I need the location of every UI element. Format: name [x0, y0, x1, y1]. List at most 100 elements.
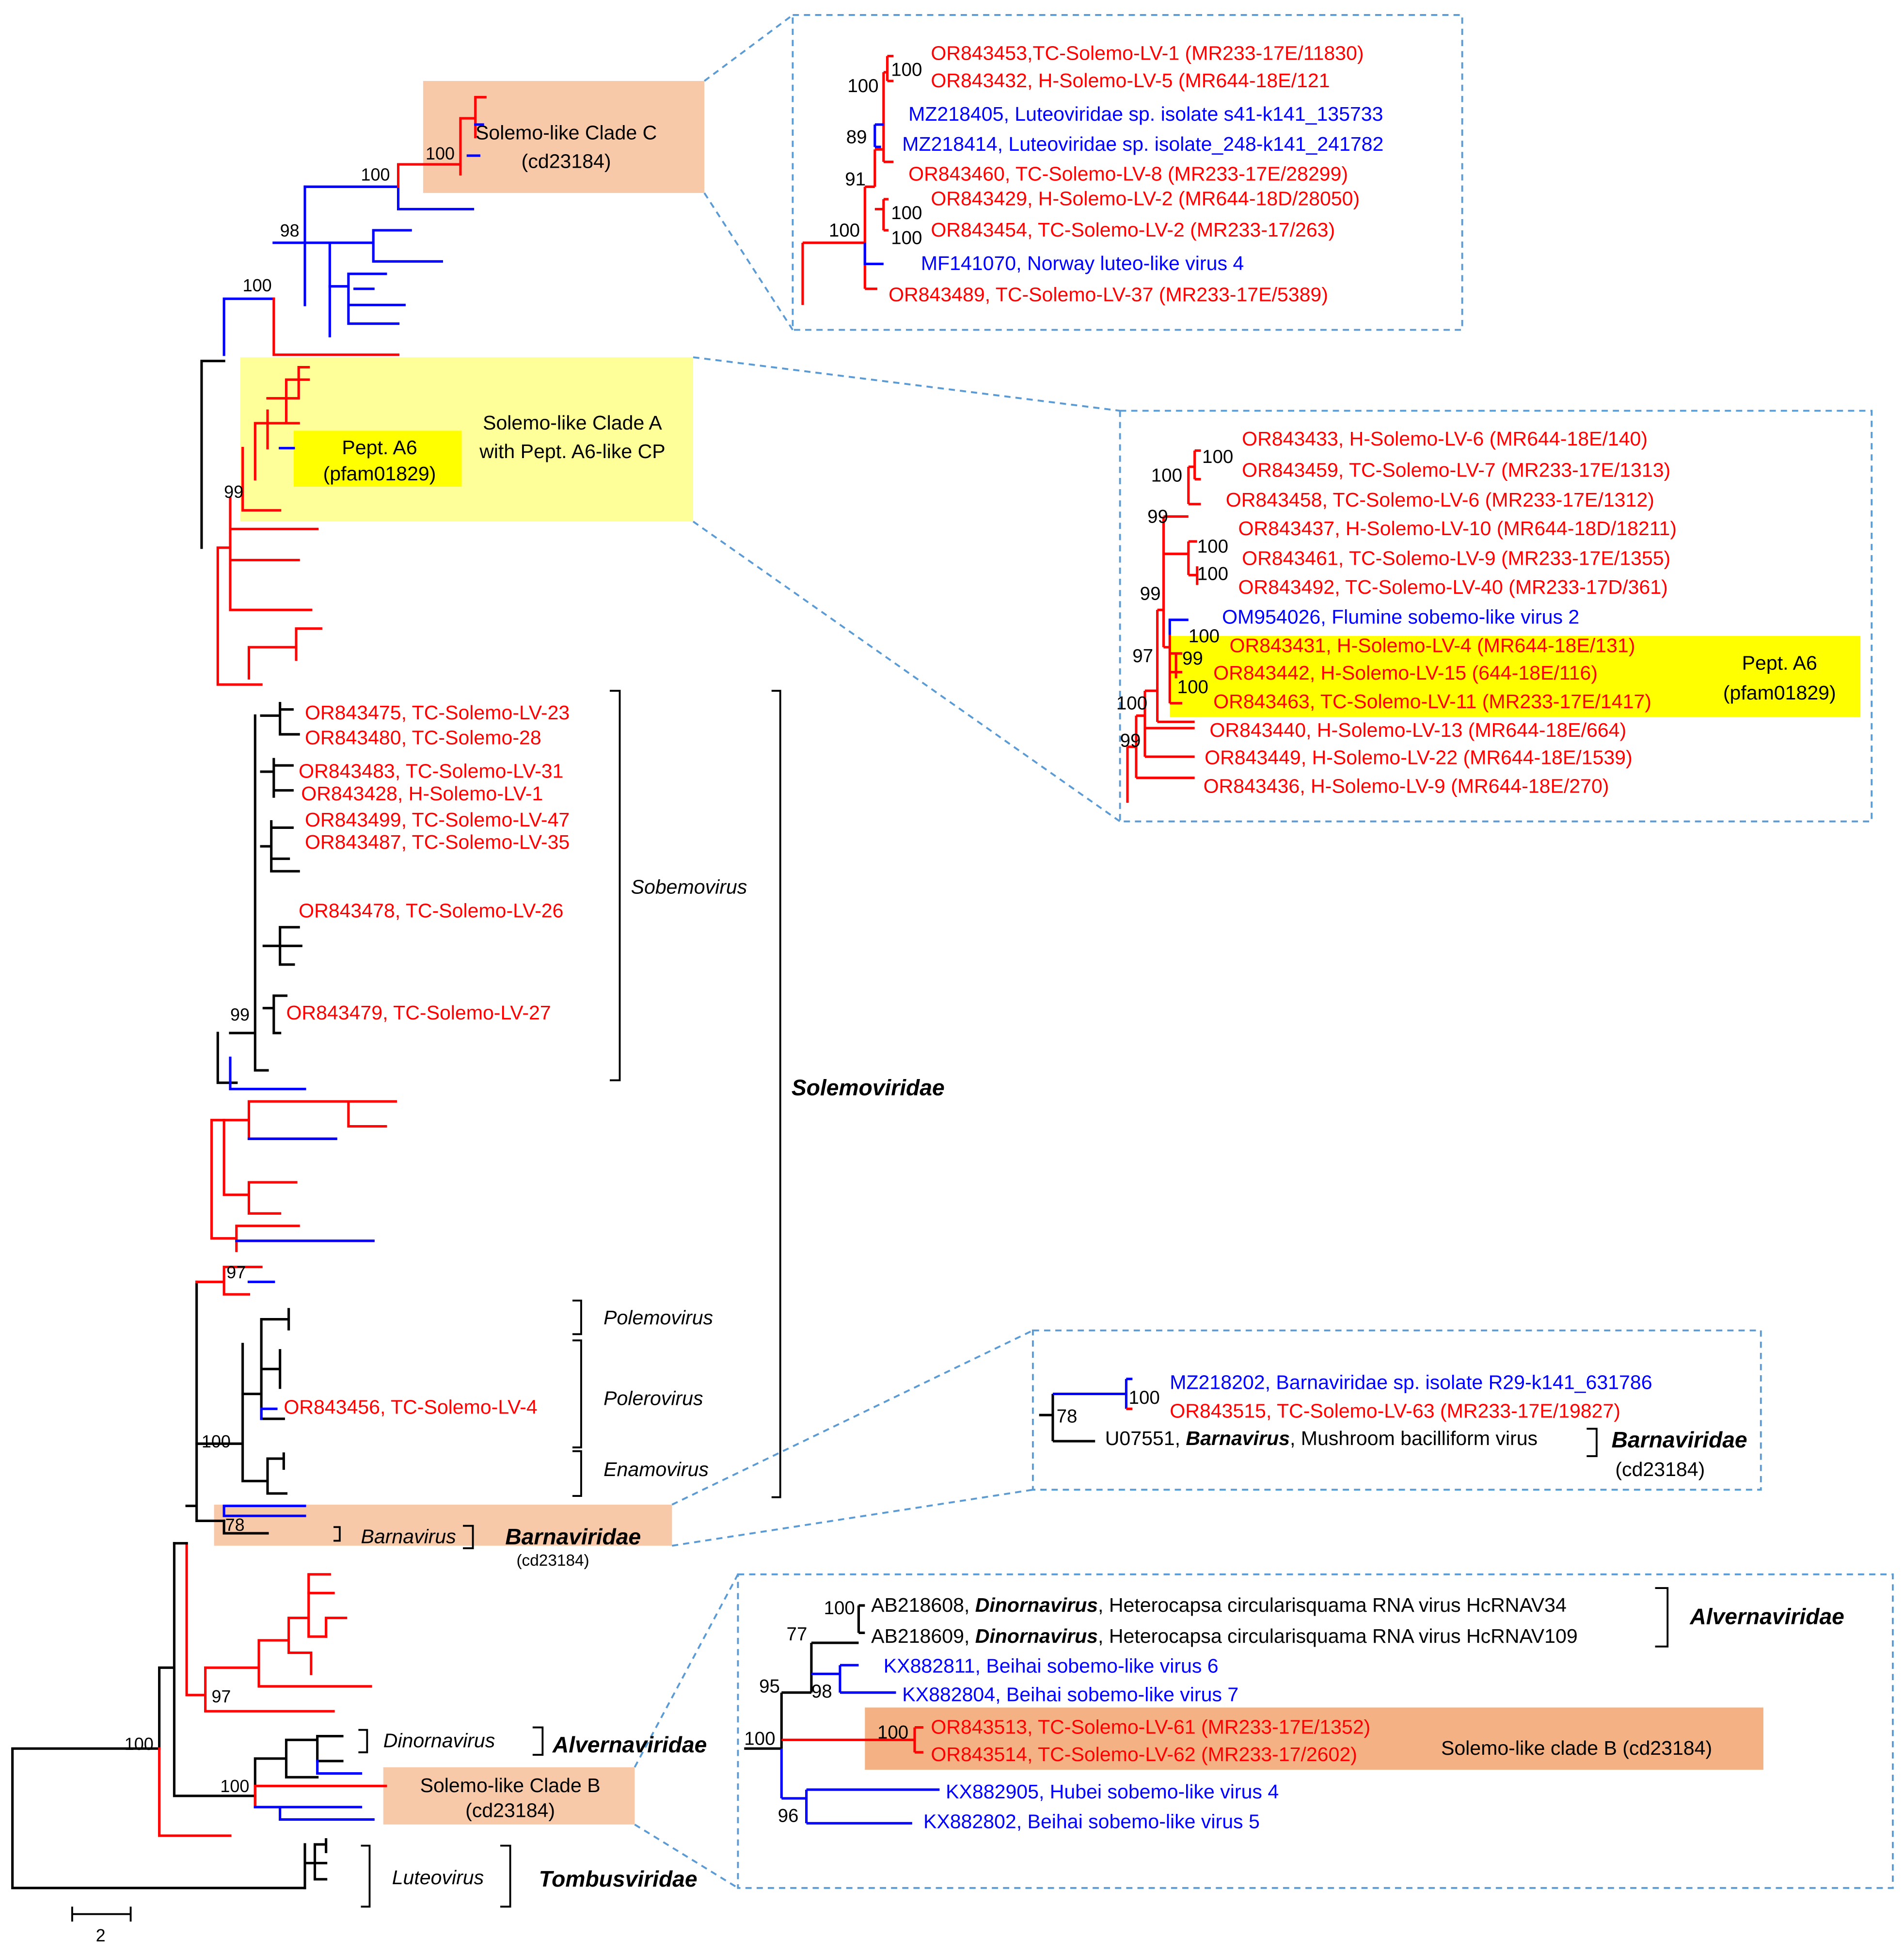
- bootstrap-value: 100: [1177, 677, 1208, 698]
- taxon-label: OR843479, TC-Solemo-LV-27: [286, 1001, 551, 1024]
- inset-c-taxon: OR843489, TC-Solemo-LV-37 (MR233-17E/538…: [889, 283, 1328, 305]
- taxon-label: OR843428, H-Solemo-LV-1: [301, 782, 543, 805]
- taxon-accession: AB218608,: [871, 1594, 975, 1616]
- bootstrap-value: 99: [1182, 648, 1203, 669]
- bootstrap-value: 97: [1132, 646, 1153, 667]
- genus-luteovirus: Luteovirus: [392, 1866, 484, 1889]
- bootstrap-value: 100: [891, 203, 922, 223]
- inset-a-taxon: OR843463, TC-Solemo-LV-11 (MR233-17E/141…: [1213, 690, 1651, 713]
- inset-b-tree: [744, 1604, 940, 1825]
- taxon-label: OR843483, TC-Solemo-LV-31: [299, 760, 563, 782]
- alvernaviridae-bracket: [1655, 1587, 1669, 1648]
- bootstrap-value: 100: [877, 1722, 908, 1743]
- inset-b-taxon: KX882905, Hubei sobemo-like virus 4: [946, 1780, 1279, 1803]
- inset-a-taxon: OR843458, TC-Solemo-LV-6 (MR233-17E/1312…: [1226, 489, 1654, 511]
- genus-polerovirus: Polerovirus: [603, 1387, 703, 1410]
- bootstrap-value: 97: [226, 1262, 246, 1282]
- inset-c-tree: [801, 55, 894, 305]
- bootstrap-value: 100: [1116, 693, 1147, 714]
- bootstrap-value: 100: [202, 1431, 231, 1451]
- genus-brackets: [333, 690, 781, 1908]
- inset-a-taxon: OR843459, TC-Solemo-LV-7 (MR233-17E/1313…: [1242, 459, 1670, 481]
- clade-c-highlight: [423, 81, 705, 193]
- inset-c-taxon: OR843460, TC-Solemo-LV-8 (MR233-17E/2829…: [908, 162, 1348, 185]
- bootstrap-value: 100: [220, 1776, 249, 1796]
- taxon-label: OR843478, TC-Solemo-LV-26: [299, 899, 563, 921]
- inset-barna-taxon: OR843515, TC-Solemo-LV-63 (MR233-17E/198…: [1170, 1399, 1620, 1422]
- inset-frames: [737, 14, 1894, 1889]
- genus-barnavirus: Barnavirus: [361, 1525, 456, 1548]
- pept-a6-label-1: Pept. A6: [342, 436, 417, 459]
- bootstrap-value: 100: [891, 227, 922, 248]
- inset-a-taxon: OR843436, H-Solemo-LV-9 (MR644-18E/270): [1204, 775, 1609, 797]
- inset-barna-taxon: MZ218202, Barnaviridae sp. isolate R29-k…: [1170, 1371, 1652, 1393]
- bootstrap-value: 89: [846, 127, 867, 147]
- inset-a-taxon: OR843431, H-Solemo-LV-4 (MR644-18E/131): [1230, 634, 1635, 656]
- inset-a-taxon: OM954026, Flumine sobemo-like virus 2: [1222, 605, 1579, 628]
- bootstrap-value: 95: [759, 1676, 780, 1697]
- taxon-label: OR843487, TC-Solemo-LV-35: [305, 831, 570, 853]
- bootstrap-value: 100: [829, 220, 860, 241]
- inset-a-pept-label-1: Pept. A6: [1742, 651, 1817, 674]
- bootstrap-value: 98: [811, 1681, 832, 1702]
- bootstrap-value: 99: [1120, 731, 1141, 751]
- clade-b-highlight: [383, 1767, 635, 1825]
- inset-a-taxon: OR843440, H-Solemo-LV-13 (MR644-18E/664): [1209, 719, 1626, 741]
- barnaviridae-highlight: [214, 1505, 672, 1546]
- inset-b-taxon: KX882802, Beihai sobemo-like virus 5: [923, 1811, 1260, 1833]
- bootstrap-value: 78: [1057, 1406, 1078, 1427]
- inset-b-taxon: OR843514, TC-Solemo-LV-62 (MR233-17/2602…: [931, 1743, 1357, 1765]
- clade-b-label-2: (cd23184): [465, 1799, 555, 1821]
- bootstrap-value: 100: [1189, 626, 1220, 647]
- taxon-name: , Heterocapsa circularisquama RNA virus …: [1098, 1594, 1567, 1616]
- pept-a6-highlight: [293, 430, 462, 487]
- bootstrap-value: 97: [211, 1686, 231, 1706]
- scale-bar: [71, 1906, 132, 1922]
- bootstrap-value: 100: [125, 1734, 154, 1754]
- inset-b-clade-label: Solemo-like clade B (cd23184): [1441, 1737, 1712, 1759]
- bootstrap-value: 100: [891, 60, 922, 80]
- bootstrap-value: 99: [1140, 584, 1161, 604]
- taxon-label: OR843480, TC-Solemo-28: [305, 726, 541, 748]
- taxon-name: , Mushroom bacilliform virus: [1290, 1427, 1538, 1449]
- clade-a-label-2: with Pept. A6-like CP: [479, 440, 665, 462]
- inset-a-taxon: OR843492, TC-Solemo-LV-40 (MR233-17D/361…: [1238, 576, 1667, 598]
- bootstrap-value: 99: [224, 482, 243, 502]
- taxon-accession: U07551,: [1105, 1427, 1186, 1449]
- inset-c-taxon: OR843454, TC-Solemo-LV-2 (MR233-17/263): [931, 219, 1335, 241]
- genus-sobemovirus: Sobemovirus: [631, 875, 747, 898]
- scale-bar-label: 2: [96, 1925, 106, 1945]
- inset-barna-family: Barnaviridae: [1612, 1427, 1747, 1452]
- inset-barna-taxon: U07551, Barnavirus, Mushroom bacilliform…: [1105, 1427, 1538, 1449]
- bootstrap-value: 78: [225, 1515, 245, 1535]
- family-tombusviridae: Tombusviridae: [539, 1866, 698, 1891]
- bootstrap-value: 100: [1129, 1387, 1160, 1408]
- inset-a-taxon: OR843442, H-Solemo-LV-15 (644-18E/116): [1213, 662, 1598, 684]
- taxon-label: OR843456, TC-Solemo-LV-4: [284, 1396, 537, 1418]
- barna-bracket: [1587, 1428, 1598, 1457]
- taxon-genus: Dinornavirus: [975, 1625, 1098, 1647]
- inset-b-clade-highlight: [865, 1707, 1763, 1770]
- genus-enamovirus: Enamovirus: [603, 1458, 709, 1480]
- inset-connectors: [634, 14, 1121, 1889]
- barnaviridae-cd-label: (cd23184): [516, 1552, 589, 1570]
- taxon-accession: AB218609,: [871, 1625, 975, 1647]
- bootstrap-value: 100: [1151, 465, 1182, 486]
- inset-c-taxon: MF141070, Norway luteo-like virus 4: [921, 252, 1244, 274]
- bootstrap-value: 100: [744, 1729, 775, 1749]
- family-alvernaviridae: Alvernaviridae: [552, 1732, 707, 1757]
- inset-b-taxon: AB218609, Dinornavirus, Heterocapsa circ…: [871, 1625, 1578, 1647]
- bootstrap-value: 100: [1197, 536, 1228, 557]
- inset-c-taxon: MZ218405, Luteoviridae sp. isolate s41-k…: [908, 103, 1383, 125]
- bootstrap-value: 100: [243, 275, 272, 295]
- bootstrap-value: 91: [845, 169, 866, 190]
- bootstrap-value: 99: [1147, 506, 1168, 527]
- clade-c-label-2: (cd23184): [522, 150, 611, 173]
- clade-c-label-1: Solemo-like Clade C: [476, 122, 657, 144]
- inset-b-taxon: AB218608, Dinornavirus, Heterocapsa circ…: [871, 1594, 1567, 1616]
- bootstrap-value: 100: [824, 1598, 855, 1619]
- inset-a-taxon: OR843433, H-Solemo-LV-6 (MR644-18E/140): [1242, 428, 1648, 450]
- inset-b-taxon: OR843513, TC-Solemo-LV-61 (MR233-17E/135…: [931, 1716, 1370, 1738]
- bootstrap-value: 99: [230, 1004, 250, 1024]
- bootstrap-value: 77: [787, 1624, 808, 1645]
